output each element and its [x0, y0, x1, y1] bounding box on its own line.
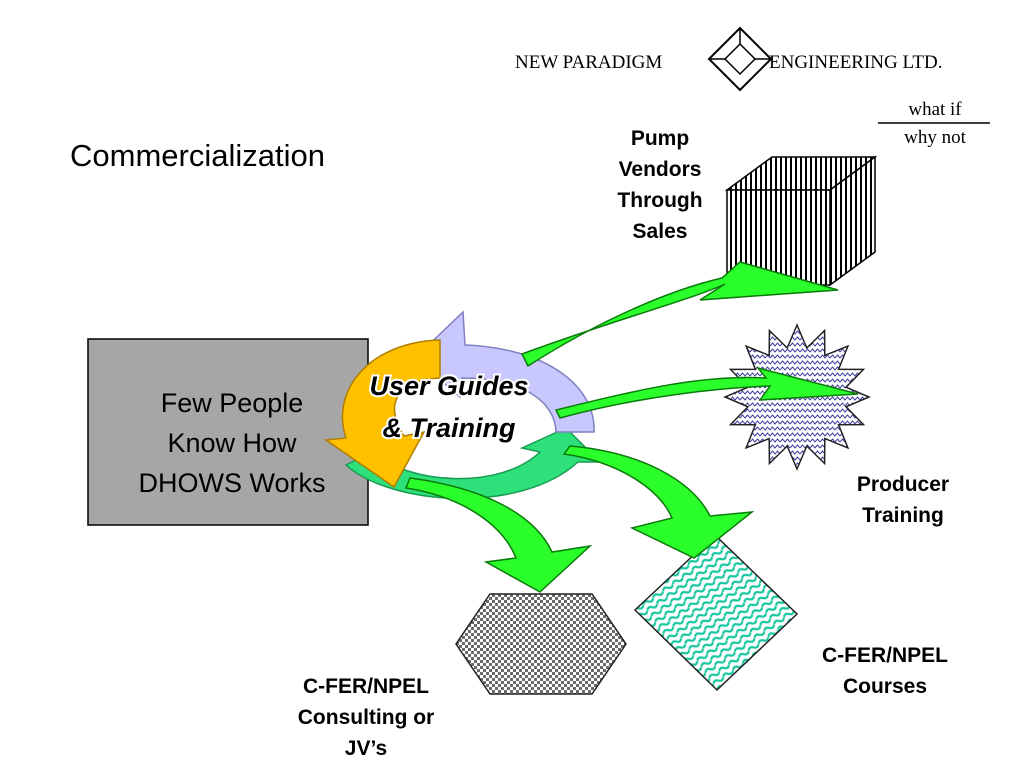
consulting-line-1: C-FER/NPEL — [303, 675, 429, 698]
pump-line-1: Pump — [631, 127, 689, 150]
logo-right-text: ENGINEERING LTD. — [769, 52, 942, 73]
label-producer-training: Producer Training — [857, 473, 949, 527]
source-line-1: Few People — [161, 388, 304, 418]
source-box — [87, 338, 369, 526]
producer-line-1: Producer — [857, 473, 949, 496]
label-consulting: C-FER/NPEL Consulting or JV’s — [298, 675, 434, 760]
arrow-to-courses — [562, 445, 755, 559]
cycle-arrow-lavender — [413, 310, 595, 433]
flow-arrows — [404, 261, 859, 593]
logo-tagline-bottom: why not — [904, 127, 966, 148]
producer-line-2: Training — [862, 504, 944, 527]
cycle-arrow-yellow — [323, 339, 441, 489]
logo-diamond-icon — [707, 26, 773, 92]
source-box-text: Few People Know How DHOWS Works — [139, 388, 326, 498]
arrow-to-producer — [554, 366, 859, 419]
consulting-line-2: Consulting or — [298, 706, 434, 729]
arrow-to-pump-vendors — [520, 261, 839, 368]
company-logo: NEW PARADIGM ENGINEERING LTD. what if wh… — [515, 26, 990, 148]
cycle-diagram — [323, 310, 602, 500]
diamond-shape — [633, 533, 799, 692]
courses-line-2: Courses — [843, 675, 927, 698]
courses-line-1: C-FER/NPEL — [822, 644, 948, 667]
cycle-label: User Guides & Training — [367, 369, 530, 445]
arrow-to-consulting — [404, 477, 593, 593]
source-line-2: Know How — [167, 428, 297, 458]
pump-line-3: Through — [617, 189, 702, 212]
pump-line-2: Vendors — [619, 158, 702, 181]
logo-left-text: NEW PARADIGM — [515, 52, 662, 73]
pump-line-4: Sales — [633, 220, 688, 243]
label-courses: C-FER/NPEL Courses — [822, 644, 948, 698]
source-line-3: DHOWS Works — [139, 468, 326, 498]
consulting-line-3: JV’s — [345, 737, 387, 760]
cycle-label-line-2: & Training — [382, 413, 516, 443]
slide-title: Commercialization — [70, 138, 325, 173]
logo-tagline-top: what if — [908, 99, 962, 120]
hexagon-shape — [455, 593, 627, 695]
label-pump-vendors: Pump Vendors Through Sales — [617, 127, 702, 243]
cycle-label-line-1: User Guides — [369, 371, 528, 401]
